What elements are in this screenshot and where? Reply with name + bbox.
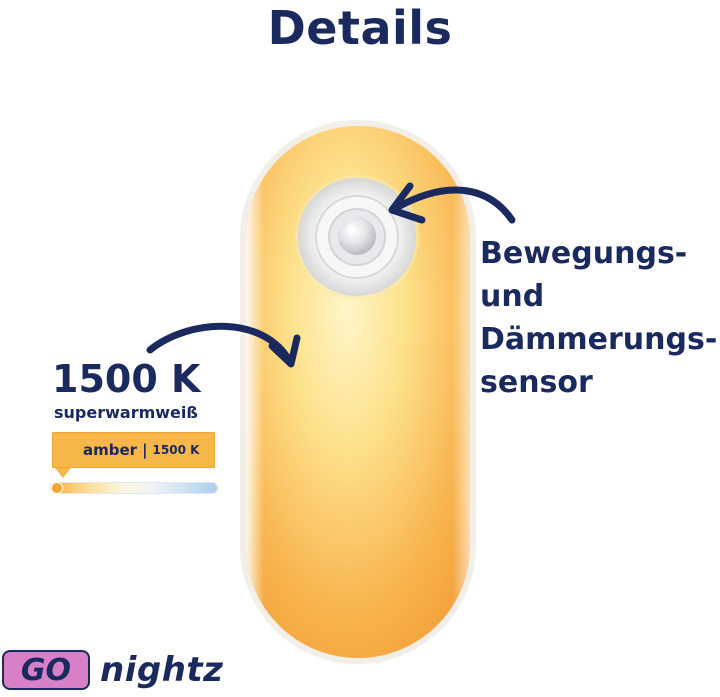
arrow-to-light-icon [146,322,301,368]
arrow-to-sensor-icon [388,182,516,224]
color-temperature-value: 1500 K [52,357,201,401]
badge-pointer [55,468,71,478]
badge-separator: | [142,441,148,459]
sensor-label-line: Dämmerungs- [480,322,718,357]
badge-main-label: amber [83,441,138,459]
sensor-label: Bewegungs- und Dämmerungs- sensor [480,232,717,404]
scale-marker [51,482,63,494]
sensor-label-line: Bewegungs- [480,236,688,271]
sensor-label-line: sensor [480,365,593,400]
motion-sensor [295,175,419,299]
sensor-label-line: und [480,279,545,314]
badge-small-label: 1500 K [152,443,200,457]
color-temperature-description: superwarmweiß [54,403,198,422]
color-temperature-badge: amber | 1500 K [50,430,217,470]
brand-logo: GO nightz [0,648,223,692]
logo-mark: GO [2,650,90,690]
color-temperature-scale [50,482,218,494]
logo-name: nightz [100,650,224,690]
page-title: Details [267,1,453,55]
